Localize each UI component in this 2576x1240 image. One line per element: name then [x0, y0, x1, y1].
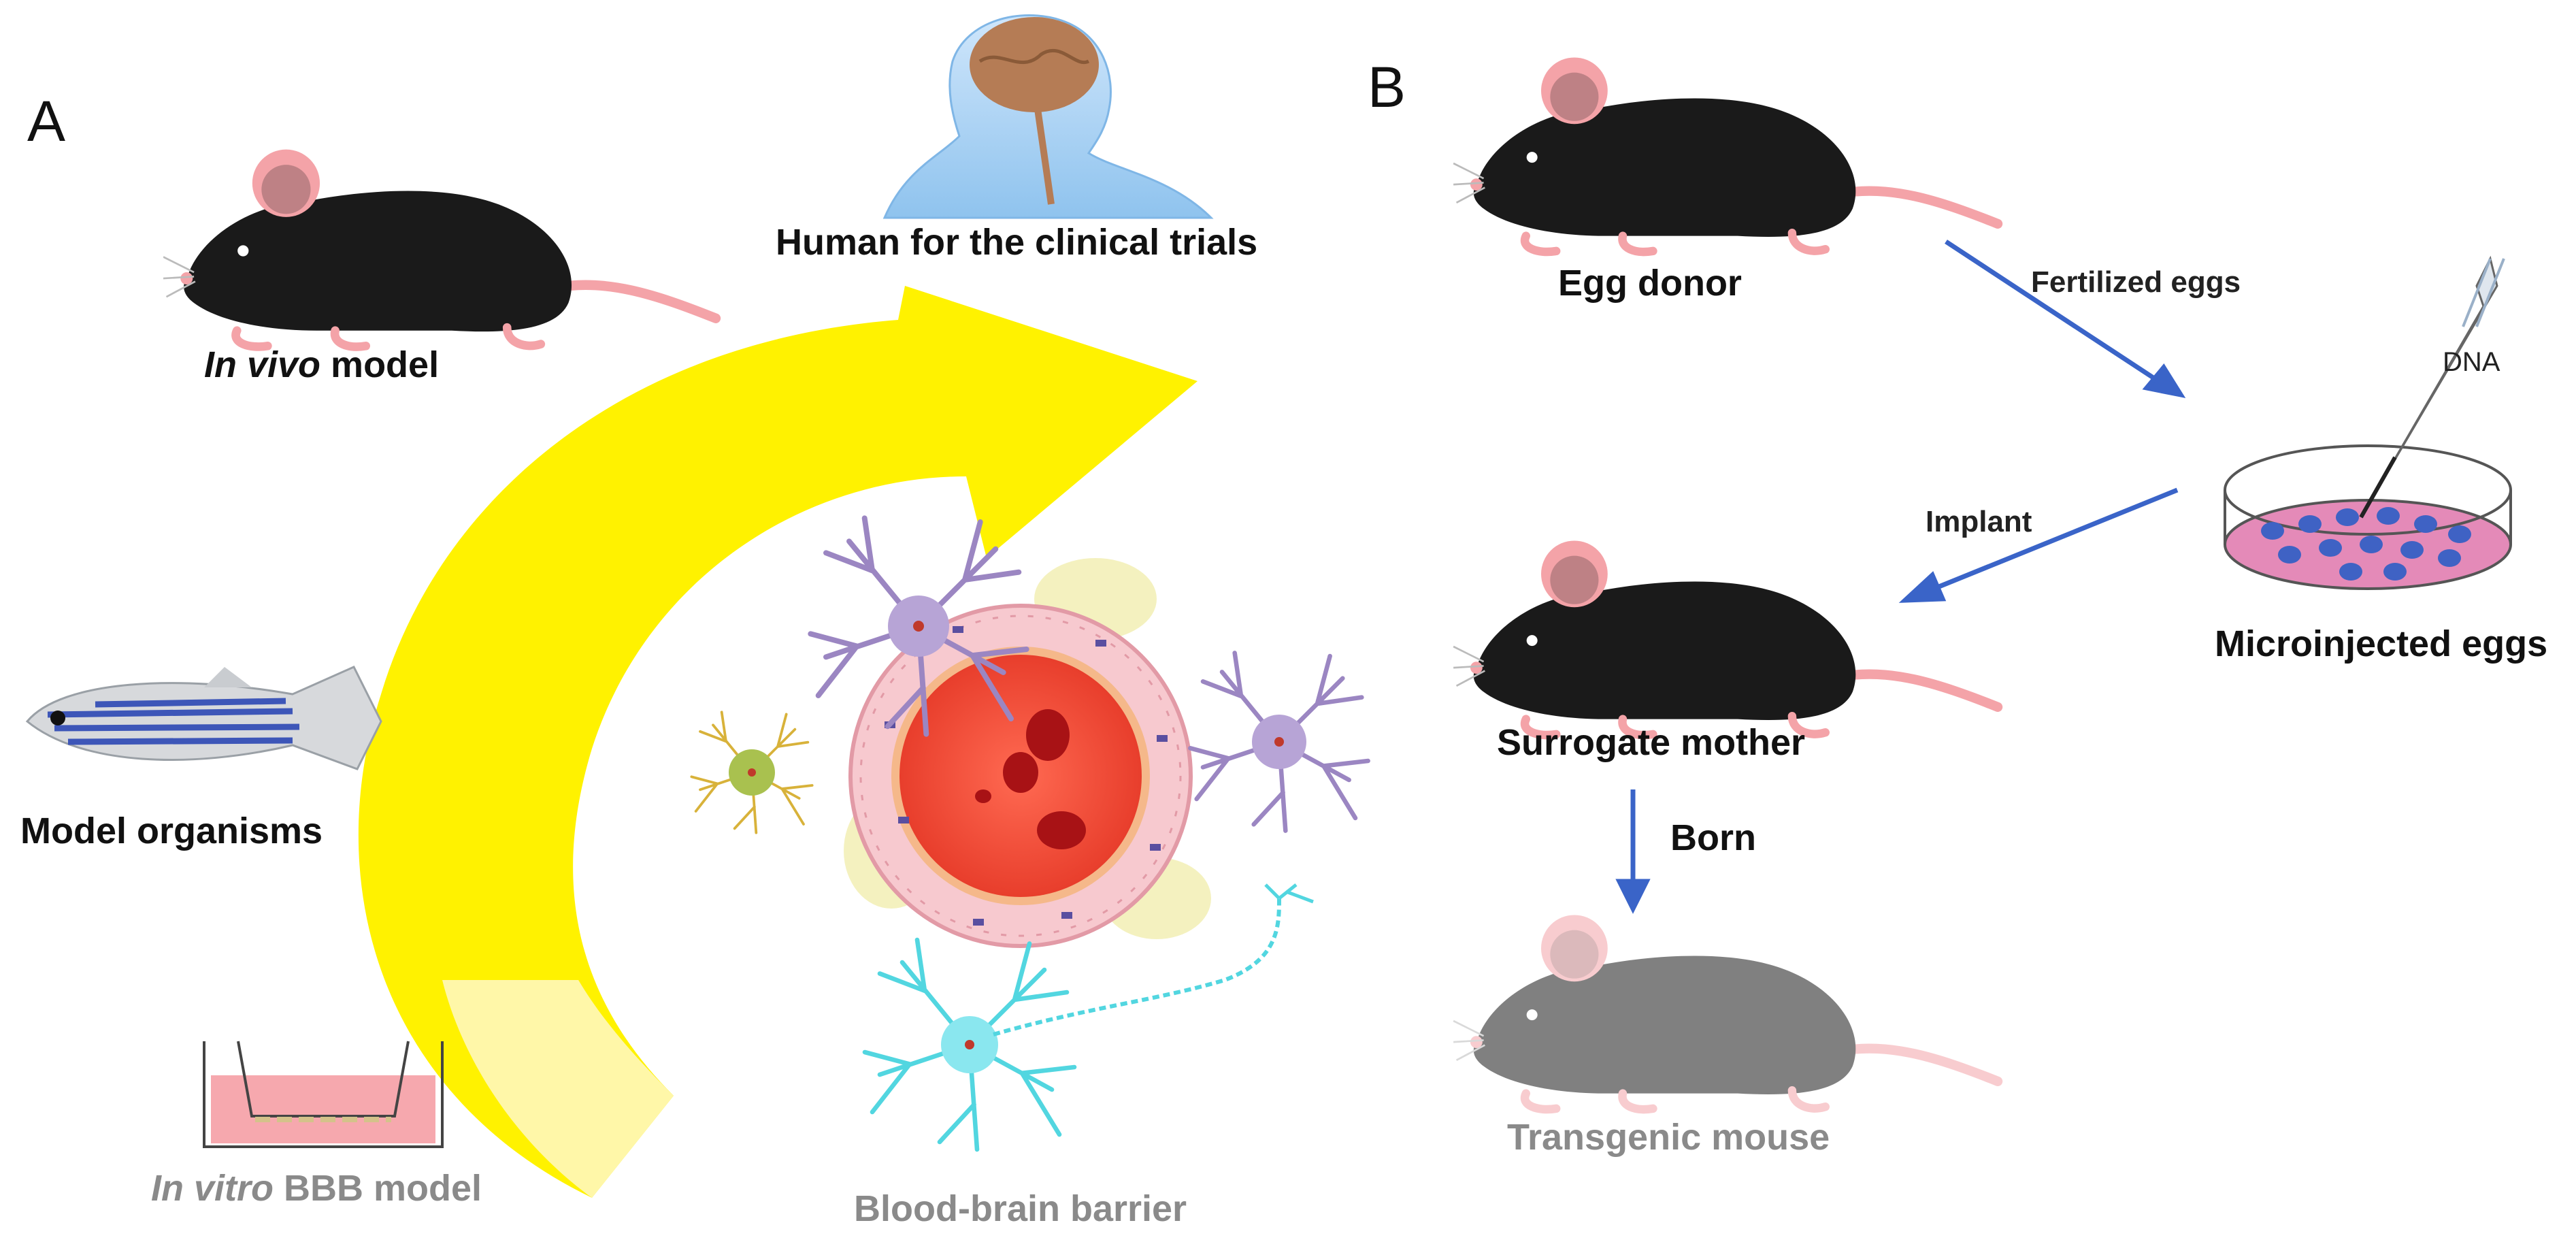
transgenic-label: Transgenic mouse	[1507, 1117, 1830, 1158]
bbb-label: Blood-brain barrier	[854, 1188, 1187, 1229]
fertilized-eggs-label: Fertilized eggs	[2031, 265, 2241, 299]
blue-arrows	[1615, 240, 2186, 914]
egg-donor-mouse-icon	[1453, 57, 1998, 252]
invitro-label: In vitro BBB model	[151, 1167, 482, 1209]
zebrafish-icon	[25, 666, 382, 770]
invitro-italic: In vitro	[151, 1168, 274, 1209]
model-organisms-label: Model organisms	[20, 811, 323, 851]
invivo-rest: model	[320, 344, 440, 385]
surrogate-mouse-icon	[1453, 540, 1998, 735]
implant-label: Implant	[1926, 505, 2032, 538]
invivo-italic: In vivo	[204, 344, 321, 385]
yellow-curved-arrow	[358, 286, 1198, 1198]
microinjected-eggs-label: Microinjected eggs	[2215, 623, 2548, 664]
panel-b-letter: B	[1368, 55, 1406, 119]
egg-donor-label: Egg donor	[1558, 263, 1742, 304]
born-label: Born	[1670, 817, 1756, 858]
dna-label: DNA	[2443, 347, 2500, 377]
invivo-label: In vivo model	[204, 344, 439, 386]
transwell-icon	[203, 1041, 444, 1148]
panel-a-letter: A	[27, 89, 66, 153]
human-bust-icon	[882, 14, 1214, 219]
transgenic-mouse-icon	[1453, 915, 1998, 1109]
human-label: Human for the clinical trials	[776, 222, 1258, 263]
surrogate-label: Surrogate mother	[1497, 722, 1806, 763]
invitro-rest: BBB model	[274, 1168, 482, 1209]
bbb-illustration	[690, 518, 1368, 1149]
petri-dish-icon	[2224, 255, 2512, 590]
invivo-mouse-icon	[163, 150, 716, 347]
